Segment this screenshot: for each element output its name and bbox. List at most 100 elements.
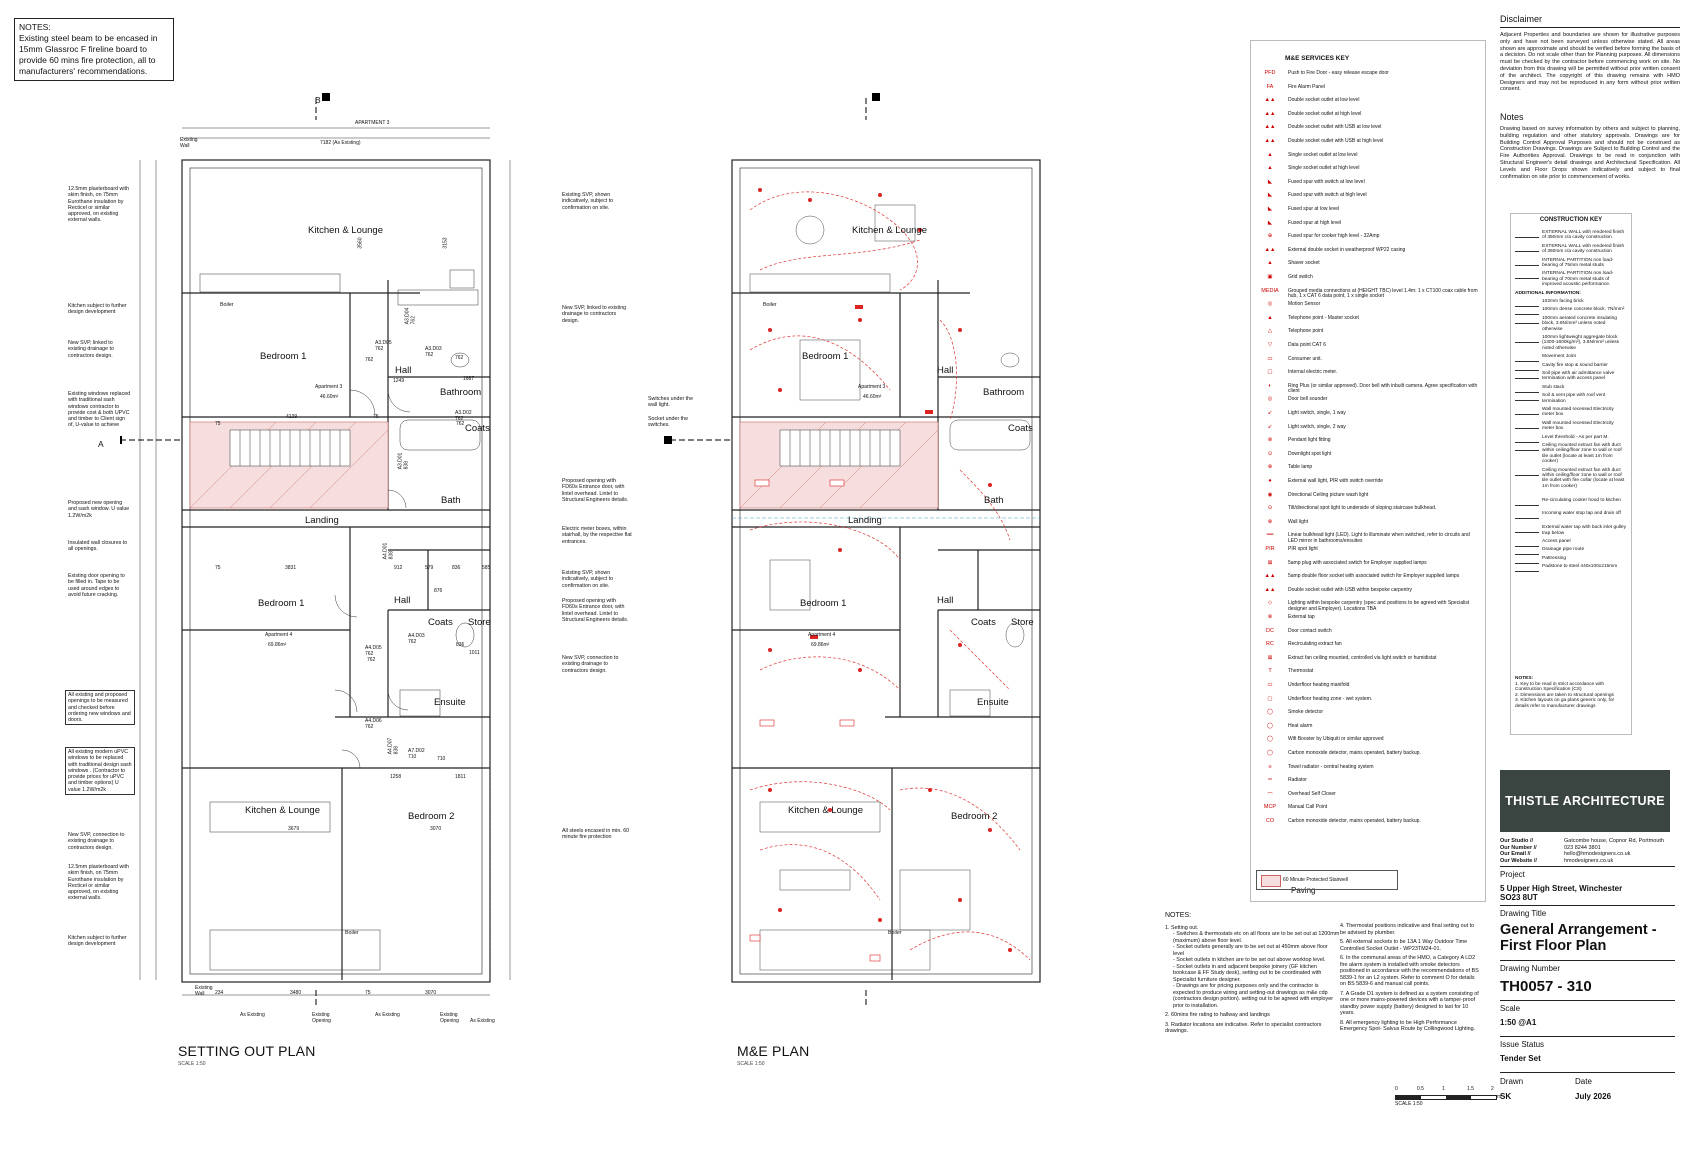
me-key-text: Motion Sensor — [1288, 301, 1321, 308]
room-bedroom-2: Bedroom 2 — [408, 811, 455, 822]
me-key-text: Underfloor heating manifold — [1288, 682, 1350, 688]
general-note-2: 2. 60mins fire rating to hallway and lan… — [1165, 1012, 1270, 1018]
me-key-text: Door contact switch — [1288, 627, 1332, 634]
right-callout-5: Proposed opening with FD60s Entrance doo… — [562, 598, 629, 623]
me-key-symbol-icon: ▽ — [1267, 342, 1273, 348]
me-key-text: Telephone point - Master socket — [1288, 314, 1359, 321]
contact-label-studio: Our Studio // — [1500, 838, 1533, 844]
me-room-hall-b: Hall — [937, 595, 954, 606]
me-key-title: M&E SERVICES KEY — [1285, 55, 1350, 62]
dim-13: 1811 — [455, 774, 466, 780]
me-room-bedroom-2: Bedroom 2 — [951, 811, 998, 822]
me-plan-title: M&E PLAN — [737, 1043, 810, 1059]
construction-key: CONSTRUCTION KEY EXTERNAL WALL with rend… — [1510, 213, 1632, 735]
me-key-row: ◣Fused spur at low level — [1251, 205, 1485, 217]
me-key-row: ◣Fused spur at high level — [1251, 219, 1485, 231]
room-bathroom: Bathroom — [440, 387, 482, 398]
me-key-text: Fused spur with switch at high level — [1288, 192, 1367, 199]
me-key-symbol-icon: ◯ — [1266, 709, 1274, 716]
me-key-text: Lighting within bespoke carpentry (spec … — [1288, 600, 1470, 612]
drawn-value: SK — [1500, 1092, 1512, 1101]
general-notes-col2: 4. Thermostat positions indicative and f… — [1340, 923, 1480, 1033]
me-room-bathroom: Bathroom — [983, 387, 1025, 398]
me-key-symbol-icon: ═ — [1268, 777, 1272, 784]
dim-3: 1249 — [393, 378, 405, 384]
me-key-text: Thermostat — [1288, 668, 1314, 675]
drawn-label: Drawn — [1500, 1077, 1524, 1086]
construction-key-text: Incoming water stop tap and drain off — [1542, 511, 1621, 517]
construction-key-text: EXTERNAL WALL with rendered finish of 36… — [1542, 243, 1625, 255]
door-a4-d07: A4.D07 838 — [387, 737, 400, 755]
disclaimer-panel: Disclaimer Adjacent Properties and bound… — [1500, 14, 1680, 93]
general-note-4: 4. Thermostat positions indicative and f… — [1340, 923, 1475, 936]
tb-rule-5 — [1500, 1036, 1675, 1037]
room-hall-a: Hall — [395, 365, 412, 376]
scalebar-graphic — [1395, 1095, 1497, 1100]
construction-key-text: Ceiling mounted extract fan with duct wi… — [1542, 443, 1622, 465]
construction-key-swatch — [1515, 407, 1539, 415]
construction-key-swatch — [1515, 539, 1539, 547]
construction-key-swatch — [1515, 525, 1539, 534]
me-plan-scale: SCALE 1:50 — [737, 1061, 765, 1067]
door-a4-d05: A4.D05 762 — [365, 645, 382, 657]
me-key-text: Push to Fire Door - easy release escape … — [1288, 70, 1389, 76]
me-key-text: Fused spur for cooker high level - 32Amp — [1288, 233, 1380, 240]
me-key-row: ◯Carbon monoxide detector, mains operate… — [1251, 749, 1485, 761]
room-ensuite: Ensuite — [434, 697, 466, 708]
dim-21: 75 — [215, 565, 221, 571]
construction-key-swatch — [1515, 385, 1539, 393]
dim-9: 876 — [434, 588, 443, 594]
me-room-bedroom-1b: Bedroom 1 — [800, 598, 847, 609]
me-key-row: ⊙Downlight spot light — [1251, 450, 1485, 462]
me-key-row: ◉Directional Ceiling picture wash light — [1251, 491, 1485, 503]
construction-note-1: 1. Key to be read in strict accordance w… — [1515, 681, 1605, 693]
dim-23: 912 — [394, 565, 403, 571]
me-key-symbol-icon: ▣ — [1267, 274, 1273, 280]
tb-rule-6 — [1500, 1072, 1675, 1073]
me-key-symbol-icon: ◇ — [1267, 600, 1273, 607]
general-note-1c: - Socket outlets in kitchen are to be se… — [1173, 957, 1326, 963]
construction-key-text: Pattressing — [1542, 555, 1566, 561]
existing-wall-top: Existing Wall — [180, 137, 198, 149]
construction-key-swatch — [1515, 335, 1539, 343]
section-a-left: A — [98, 439, 104, 449]
construction-key-swatch — [1515, 564, 1539, 573]
construction-key-swatch — [1515, 363, 1539, 371]
me-key-text: Single socket outlet at high level — [1288, 165, 1360, 172]
dim-20: 75 — [373, 414, 379, 420]
me-key-symbol-icon: ◯ — [1266, 736, 1274, 743]
me-key-row: ═Radiator — [1251, 776, 1485, 788]
me-key-text: Consumer unit. — [1288, 355, 1322, 362]
me-apt3-area: 46.60m² — [863, 394, 882, 400]
general-note-1e: - Drawings are for pricing purposes only… — [1173, 983, 1334, 1009]
dim-14: 3679 — [288, 826, 300, 832]
general-notes-col1: NOTES: 1. Setting out. - Switches & ther… — [1165, 912, 1340, 1035]
me-key-text: Linear bulkhead light (LED). Light to il… — [1288, 532, 1470, 544]
me-key-symbol-icon: ◣ — [1267, 178, 1273, 185]
project-label: Project — [1500, 870, 1525, 879]
construction-key-text: Level threshold - As per part M. — [1542, 434, 1609, 440]
me-key-row: ▲▲Double socket outlet with USB within b… — [1251, 586, 1485, 598]
me-key-row: ▲Single socket outlet at low level — [1251, 151, 1485, 163]
left-callout-8: All existing modern uPVC windows to be r… — [65, 747, 135, 796]
me-key-symbol-icon: CO — [1265, 818, 1275, 824]
disclaimer-rule — [1500, 27, 1680, 28]
construction-key-text: 100mm lightweight aggregate block (1300-… — [1542, 335, 1620, 351]
me-key-symbol-icon: ━━ — [1266, 532, 1274, 539]
me-key-row: ◎Door bell sounder — [1251, 395, 1485, 407]
dim-5: 3831 — [285, 565, 297, 571]
apt4-area: 69.86m² — [268, 642, 287, 648]
me-key-row: ⊗Wall light — [1251, 518, 1485, 530]
contact-value-website: hmodesigners.co.uk — [1564, 857, 1614, 864]
dim-4: 1687 — [463, 376, 475, 382]
construction-key-title: CONSTRUCTION KEY — [1539, 217, 1603, 223]
construction-key-swatch — [1515, 393, 1539, 402]
dim-18: 234 — [215, 990, 224, 996]
construction-key-swatch — [1515, 307, 1539, 316]
me-key-symbol-icon: ⊕ — [1267, 233, 1273, 240]
me-key-symbol-icon: ≡ — [1268, 763, 1272, 770]
issue-label: Issue Status — [1500, 1040, 1545, 1049]
me-key-row: ▢Internal electric meter. — [1251, 368, 1485, 380]
room-bedroom-1a: Bedroom 1 — [260, 351, 307, 362]
